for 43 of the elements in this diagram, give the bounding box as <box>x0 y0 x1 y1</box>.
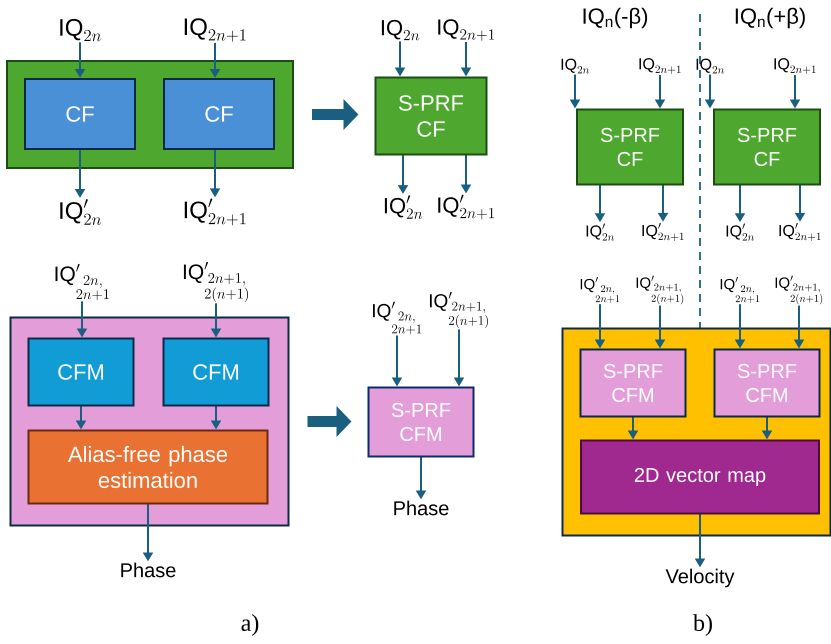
process-box: S-PRF CFM <box>368 386 474 458</box>
signal-label: $\mathsf{IQ}'_{\substack{2n+1,\\2(n+1)}}$ <box>636 276 684 304</box>
signal-label: $\mathsf{IQ}_{2n}$ <box>562 58 590 74</box>
signal-label: $\mathsf{IQ}_{2n}$ <box>60 18 101 42</box>
process-box: S-PRF CFM <box>580 348 686 418</box>
signal-label: $\mathsf{IQ}_{2n+1}$ <box>438 19 494 41</box>
process-box: CF <box>163 78 275 150</box>
output-label: Phase <box>121 562 176 578</box>
process-box: S-PRF CFM <box>714 348 820 418</box>
signal-label: $\mathsf{IQ}'_{2n+1}$ <box>438 194 494 220</box>
signal-label: $\mathsf{IQ}_{2n+1}$ <box>639 58 681 74</box>
process-box: CF <box>24 78 136 150</box>
signal-label: $\mathsf{IQ}'_{\substack{2n+1,\\2(n+1)}}$ <box>776 276 822 304</box>
signal-label: $\mathsf{IQ}'_{2n+1}$ <box>642 222 684 241</box>
signal-label: $\mathsf{IQ}'_{2n+1}$ <box>184 198 246 226</box>
process-box: S-PRF CF <box>374 76 488 156</box>
process-box: CFM <box>28 338 134 406</box>
signal-label: $\mathsf{IQ}'_{\substack{2n+1,\\2(n+1)}}$ <box>184 262 248 302</box>
signal-label: $\mathsf{IQ}'_{\substack{2n,\\2n+1}}$ <box>720 277 760 303</box>
column-heading: IQ$_{n}$(-β) <box>584 8 648 28</box>
process-box: 2D vector map <box>580 440 820 514</box>
output-label: Phase <box>394 500 448 516</box>
process-box: S-PRF CF <box>713 108 821 186</box>
signal-label: $\mathsf{IQ}'_{\substack{2n,\\2n+1}}$ <box>373 302 422 334</box>
column-heading: IQ$_{n}$(+β) <box>736 8 805 28</box>
panel-caption: b) <box>693 614 712 636</box>
signal-label: $\mathsf{IQ}_{2n}$ <box>382 20 420 40</box>
signal-label: $\mathsf{IQ}'_{2n+1}$ <box>779 222 821 241</box>
signal-label: $\mathsf{IQ}'_{2n}$ <box>726 223 754 241</box>
signal-label: $\mathsf{IQ}'_{2n}$ <box>384 195 422 219</box>
signal-label: $\mathsf{IQ}_{2n+1}$ <box>774 58 816 74</box>
signal-label: $\mathsf{IQ}'_{\substack{2n+1,\\2(n+1)}}$ <box>430 292 488 328</box>
panel-caption: a) <box>242 614 258 636</box>
signal-label: $\mathsf{IQ}'_{2n}$ <box>60 199 101 225</box>
signal-label: $\mathsf{IQ}_{2n+1}$ <box>184 18 246 42</box>
signal-label: $\mathsf{IQ}'_{\substack{2n,\\2n+1}}$ <box>580 277 620 303</box>
process-box: Alias-free phase estimation <box>28 430 268 504</box>
signal-label: $\mathsf{IQ}'_{2n}$ <box>586 223 614 241</box>
signal-label: $\mathsf{IQ}'_{\substack{2n,\\2n+1}}$ <box>56 264 109 300</box>
process-box: CFM <box>162 338 270 406</box>
output-label: Velocity <box>666 568 734 588</box>
signal-label: $\mathsf{IQ}_{2n}$ <box>696 58 724 74</box>
process-box: S-PRF CF <box>576 108 684 186</box>
